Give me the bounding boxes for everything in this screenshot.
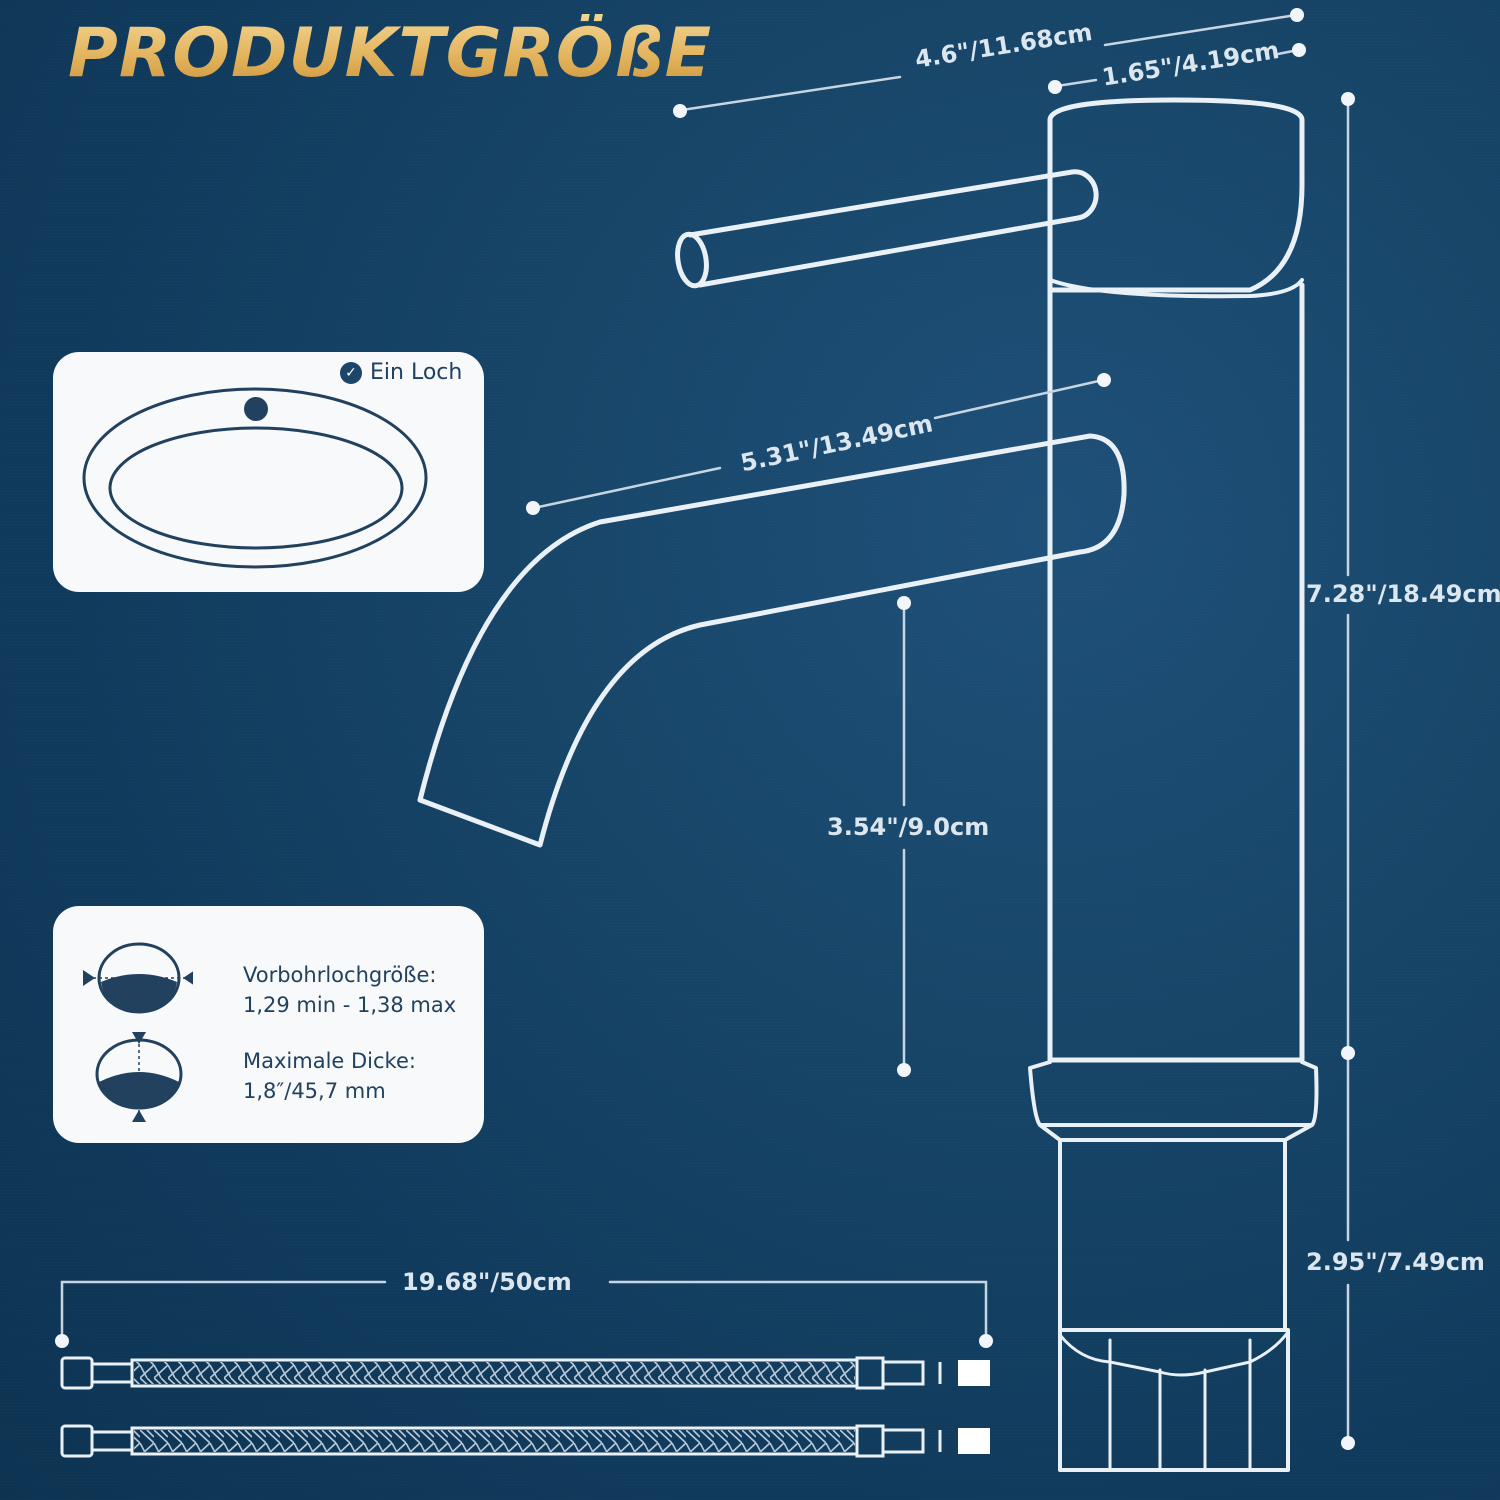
hose-braid-2 xyxy=(134,1430,855,1452)
specs-card: Vorbohrlochgröße: 1,29 min - 1,38 max Ma… xyxy=(53,906,484,1143)
flange-lower xyxy=(1038,1123,1314,1142)
water-hose-2 xyxy=(60,1424,942,1458)
cap-ring xyxy=(1048,278,1304,299)
hose-braid-1 xyxy=(134,1362,855,1384)
thickness-value: 1,8″/45,7 mm xyxy=(243,1079,386,1103)
hole-type-card: ✓ Ein Loch xyxy=(53,352,484,592)
dimension-shank-length: 2.95"/7.49cm xyxy=(1306,1248,1485,1276)
faucet-lever xyxy=(687,169,1099,288)
thickness-label: Maximale Dicke: xyxy=(243,1049,416,1073)
predrill-label: Vorbohrlochgröße: xyxy=(243,963,437,987)
mounting-nut xyxy=(1058,1328,1290,1472)
water-hose-1 xyxy=(60,1356,942,1390)
faucet-spout xyxy=(417,433,1127,848)
predrill-hole-icon xyxy=(83,942,193,1014)
thickness-icon xyxy=(95,1032,183,1122)
width-line-b xyxy=(1103,13,1298,47)
hole-type-badge: ✓ Ein Loch xyxy=(340,360,462,385)
sink-basin-icon xyxy=(82,387,428,569)
dimension-hose-length: 19.68"/50cm xyxy=(402,1268,572,1296)
base-flange xyxy=(1028,1060,1319,1127)
reach-line-a xyxy=(532,466,722,510)
shank xyxy=(1058,1138,1287,1332)
dimension-spout-height: 3.54"/9.0cm xyxy=(827,813,990,841)
predrill-value: 1,29 min - 1,38 max xyxy=(243,993,457,1017)
page-title: PRODUKTGRÖßE xyxy=(68,14,713,93)
hole-type-label: Ein Loch xyxy=(370,360,463,385)
top-diam-line-a xyxy=(1055,78,1098,88)
width-line-a xyxy=(680,75,902,112)
dimension-endpoints xyxy=(55,8,1355,1450)
faucet-body xyxy=(1047,282,1305,1063)
hose-line-b xyxy=(608,1280,988,1342)
faucet-cap xyxy=(1047,97,1305,293)
reach-line-b xyxy=(933,378,1105,420)
hose-line-a xyxy=(60,1280,387,1342)
dimension-total-height: 7.28"/18.49cm xyxy=(1306,580,1500,608)
lever-end xyxy=(675,231,709,289)
check-circle-icon: ✓ xyxy=(340,361,362,384)
